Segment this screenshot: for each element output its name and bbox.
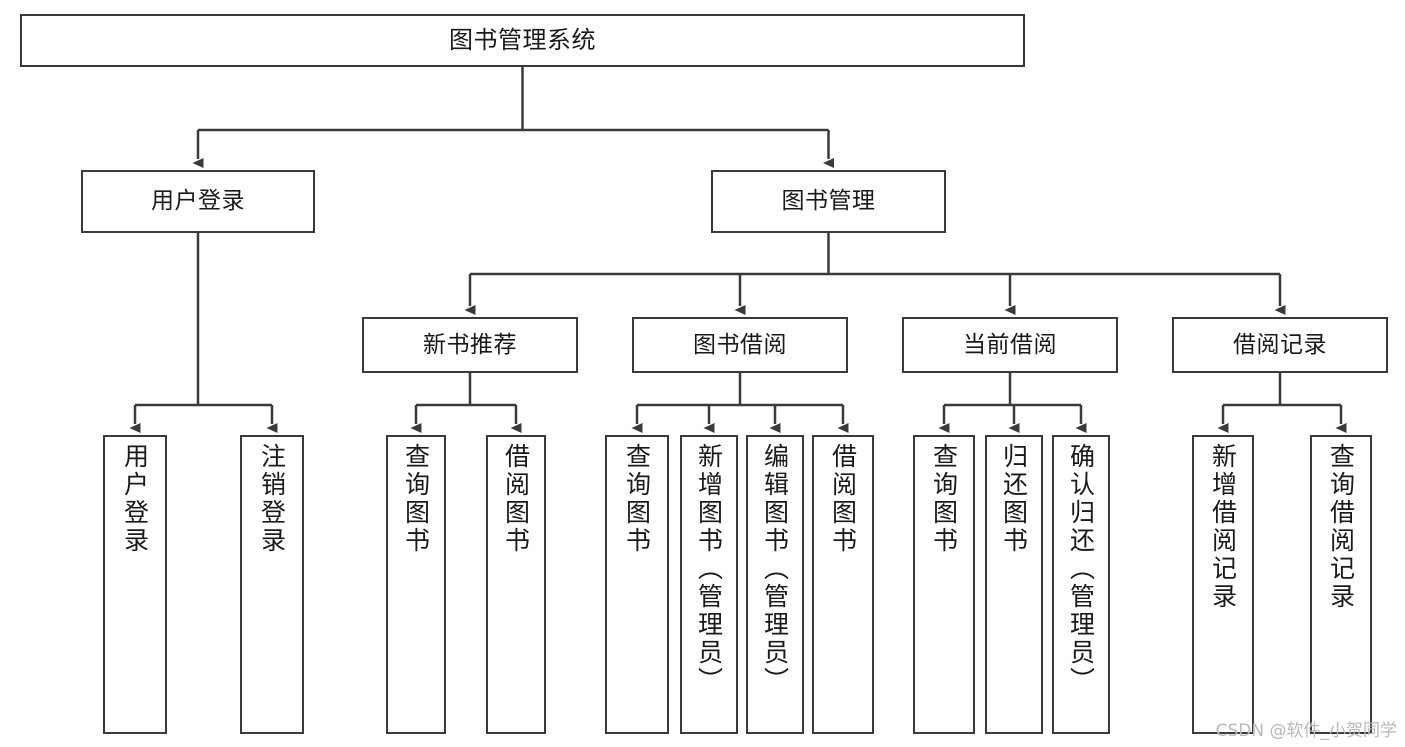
node-leaf-7[interactable]: 借阅图书 — [812, 435, 874, 734]
node-label: 借阅图书 — [501, 443, 531, 555]
node-level2-0[interactable]: 用户登录 — [81, 170, 315, 233]
watermark-text: CSDN @软件_小贺同学 — [1215, 721, 1397, 741]
node-leaf-12[interactable]: 查询借阅记录 — [1310, 435, 1372, 734]
node-label: 新书推荐 — [423, 331, 517, 358]
node-label: 查询图书 — [929, 443, 959, 555]
node-label: 查询图书 — [401, 443, 431, 555]
node-label: 借阅图书 — [828, 443, 858, 555]
node-leaf-5[interactable]: 新增图书（管理员） — [680, 435, 738, 734]
node-label: 归还图书 — [999, 443, 1029, 555]
node-level3-2[interactable]: 当前借阅 — [902, 317, 1118, 373]
node-leaf-2[interactable]: 查询图书 — [386, 435, 446, 734]
node-leaf-1[interactable]: 注销登录 — [240, 435, 304, 734]
node-label: 图书管理 — [781, 188, 876, 215]
node-leaf-11[interactable]: 新增借阅记录 — [1192, 435, 1254, 734]
node-label: 编辑图书（管理员） — [760, 443, 790, 695]
node-label: 图书借阅 — [693, 331, 787, 358]
node-leaf-8[interactable]: 查询图书 — [913, 435, 975, 734]
node-label: 新增借阅记录 — [1208, 443, 1238, 611]
node-leaf-4[interactable]: 查询图书 — [605, 435, 669, 734]
node-label: 用户登录 — [151, 188, 245, 215]
node-leaf-6[interactable]: 编辑图书（管理员） — [746, 435, 804, 734]
node-label: 新增图书（管理员） — [694, 443, 724, 695]
node-root[interactable]: 图书管理系统 — [20, 14, 1025, 67]
node-label: 借阅记录 — [1233, 331, 1327, 358]
node-label: 确认归还（管理员） — [1066, 443, 1096, 695]
node-label: 注销登录 — [257, 443, 287, 555]
node-leaf-0[interactable]: 用户登录 — [103, 435, 167, 734]
node-level3-1[interactable]: 图书借阅 — [632, 317, 848, 373]
node-label: 查询图书 — [622, 443, 652, 555]
node-label: 当前借阅 — [963, 331, 1057, 358]
node-leaf-10[interactable]: 确认归还（管理员） — [1052, 435, 1110, 734]
node-level2-1[interactable]: 图书管理 — [711, 170, 946, 233]
node-leaf-9[interactable]: 归还图书 — [985, 435, 1043, 734]
node-label: 用户登录 — [120, 443, 150, 555]
node-level3-3[interactable]: 借阅记录 — [1172, 317, 1388, 373]
node-level3-0[interactable]: 新书推荐 — [362, 317, 578, 373]
node-label: 查询借阅记录 — [1326, 443, 1356, 611]
node-leaf-3[interactable]: 借阅图书 — [486, 435, 546, 734]
node-label: 图书管理系统 — [449, 25, 596, 54]
